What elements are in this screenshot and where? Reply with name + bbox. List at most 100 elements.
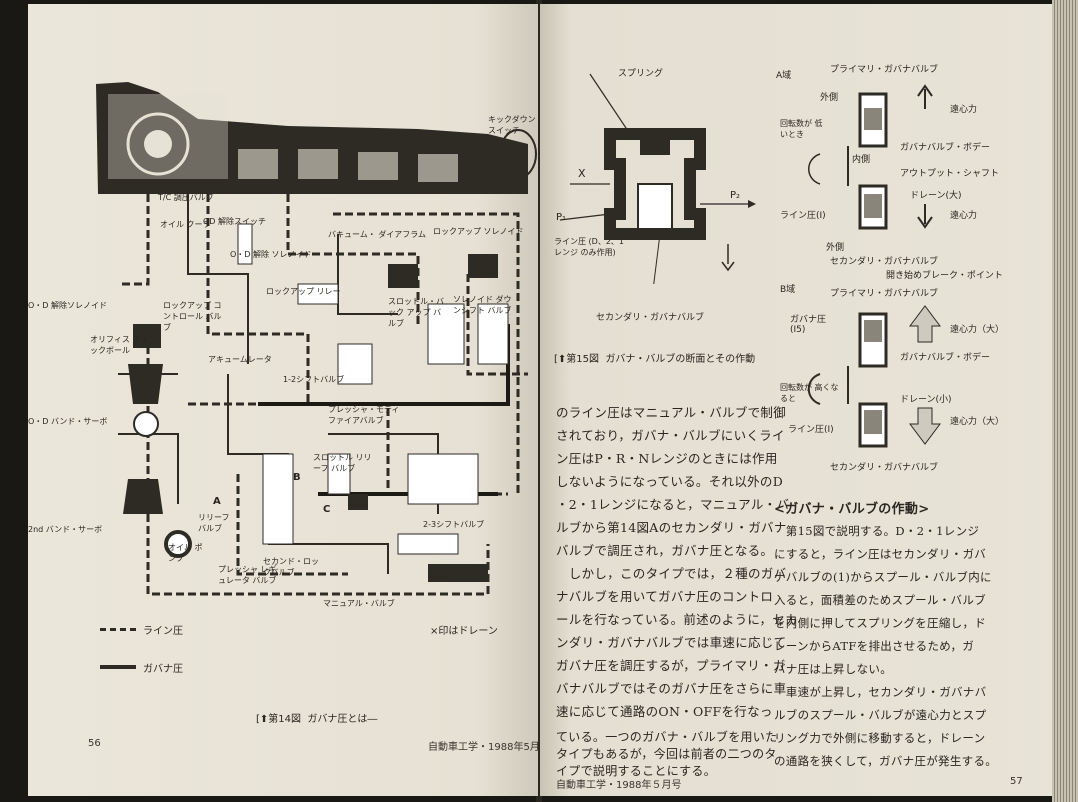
label-manual-valve: マニュアル・バルブ [323,599,395,608]
drain-note: ×印はドレーン [430,626,498,637]
body-left-line: ンダリ・ガバナバルブでは車速に応じて [556,635,787,650]
figa-line-pressure: ライン圧(I) [780,211,826,221]
governor-ab-diagram [807,84,941,448]
left-page: キックダウン スイッチ T/C 調圧バルブ オイル クーラ OD 解除スイッチ … [28,4,538,796]
body-right-line: バナ圧は上昇しない。 [774,662,892,676]
label-od-solenoid: O・D 解除ソレノイド [28,301,107,310]
body-right-line: 第15図で説明する。D・2・1レンジ [774,524,980,538]
body-left-line: バナバルブではそのガバナ圧をさらに車 [556,681,787,696]
right-page-magazine: 自動車工学・1988年５月号 [556,780,682,791]
label-oil-cooler: オイル クーラ [160,220,211,229]
figure15-caption-prefix: 第15図 [566,354,600,365]
figa-break-point: 開き始めブレーク・ポイント [886,271,1003,281]
fig15-spring: スプリング [618,69,664,79]
body-right-line: ルブのスプール・バルブが遠心力とスプ [774,708,987,722]
figa-centrifugal2: 遠心力 [950,211,978,221]
left-page-magazine: 自動車工学・1988年5月号 [428,742,538,753]
figb-centrifugal-large2: 遠心力（大） [950,417,1005,427]
figure14-caption-prefix: 第14図 [268,714,302,725]
figa-inner: 内側 [852,155,871,165]
body-left-line: イプで説明することにする。 [556,764,717,778]
body-right-line: 入ると，面積差のためスプール・バルブ [774,593,986,607]
body-left-line: のライン圧はマニュアル・バルブで制御 [556,405,787,420]
body-right-line: レーンからATFを排出させるため，ガ [774,639,975,653]
fig15-line-pressure: ライン圧 (D、2、1レンジ のみ作用) [554,237,625,257]
label-solenoid-downshift: ソレノイド ダウンシフト バルブ [453,295,512,315]
right-page-number: 57 [1010,776,1023,787]
figa-centrifugal: 遠心力 [950,105,978,115]
figa-primary: プライマリ・ガバナバルブ [830,65,939,75]
figb-secondary: セカンダリ・ガバナバルブ [830,463,939,473]
label-throttle-backup: スロットル・バック アップ バルブ [388,297,444,328]
figa-output-shaft: アウトプット・シャフト [900,169,1000,179]
label-relief-valve: リリーフ バルブ [198,513,230,533]
figure14-caption: [⬆第14図 ガバナ圧とは― [256,710,377,725]
figa-drain: ドレーン(大) [910,191,962,201]
label-second-lockup: セカンド・ロックバルブ [263,557,319,577]
figure14-caption-text: ガバナ圧とは― [307,714,378,725]
body-left-line: ている。一つのガバナ・バルブを用いた [556,730,778,744]
body-right-line: ナバルブの(1)からスプール・バルブ内に [774,570,992,584]
body-left-line: しかし，このタイプでは，２種のガバ [556,566,787,581]
label-od-switch: OD 解除スイッチ [203,217,266,226]
figb-title: B域 [780,285,796,295]
label-pressure-modifier: プレッシャ・モディ ファイアバルブ [328,405,400,425]
body-left-line: されており，ガバナ・バルブにいくライ [556,428,785,443]
legend-line-label: ライン圧 [143,626,183,637]
figa-body: ガバナバルブ・ボデー [900,143,991,153]
label-accumulator: アキュームレータ [208,355,272,364]
label-throttle-relief: スロットル リリーフ バルブ [313,453,372,473]
book-gutter [536,0,542,802]
fig15-x: X [578,167,586,180]
mark-c: C [323,504,331,515]
body-left-line: バルブで調圧され，ガバナ圧となる。 [556,543,774,558]
figb-fast: 回転数が 高くなると [780,383,839,403]
body-left-line: ルブから第14図Aのセカンダリ・ガバナ [556,520,787,535]
figb-primary: プライマリ・ガバナバルブ [830,289,939,299]
body-left-line: しないようになっている。それ以外のD [556,474,784,489]
figb-centrifugal-large: 遠心力（大） [950,325,1005,335]
section-heading: <ガバナ・バルブの作動> [774,502,930,517]
figure15-caption: [⬆第15図 ガバナ・バルブの断面とその作動 [554,350,755,365]
body-right-line: を内側に押してスプリングを圧縮し，ド [774,616,987,630]
label-second-servo: 2nd バンド・サーボ [28,525,103,534]
figb-drain-small: ドレーン(小) [900,395,952,405]
legend-governor-swatch [100,665,136,669]
label-orifice-check: オリフィス チェックボール [90,335,149,355]
body-left-line: ガバナ圧を調圧するが，プライマリ・ガ [556,658,786,673]
fig15-p1: P₁ [556,212,567,223]
up-arrow-icon: [⬆ [554,354,567,365]
body-right-line: にすると，ライン圧はセカンダリ・ガバ [774,547,987,561]
body-left-line: 速に応じて通路のON・OFFを行なっ [556,704,773,719]
figa-title: A域 [776,71,792,81]
label-shift-valve-2: 2-3シフトバルブ [423,520,485,529]
body-right-line: 車速が上昇し，セカンダリ・ガバナバ [774,685,987,699]
legend-line-swatch [100,628,136,631]
figa-slow: 回転数が 低いとき [780,119,823,139]
legend-governor-label: ガバナ圧 [143,664,183,675]
body-left-line: ン圧はP・R・Nレンジのときには作用 [556,451,778,466]
figa-outer2: 外側 [826,243,845,253]
page-edges [1052,0,1078,802]
label-vacuum-diaphragm: バキューム・ ダイアフラム [328,230,427,239]
figure15-caption-text: ガバナ・バルブの断面とその作動 [605,354,756,365]
figb-line-pressure: ライン圧(I) [788,425,834,435]
body-left-line: ナバルブを用いてガバナ圧のコントロ [556,589,774,604]
hydraulic-circuit-diagram [96,82,537,596]
label-pressure-regulator: プレッシャ レギュレータ バルブ [218,565,277,585]
body-right-line: の通路を狭くして，ガバナ圧が発生する。 [774,754,998,768]
body-left-line: ・2・1レンジになると，マニュアル・バ [556,497,790,512]
label-shift-valve-1: 1-2シフトバルブ [283,375,345,384]
figa-secondary: セカンダリ・ガバナバルブ [830,257,939,267]
right-page: スプリング X P₂ P₁ ライン圧 (D、2、1レンジ のみ作用) セカンダリ… [540,4,1052,796]
body-left-line: タイプもあるが，今回は前者の二つのタ [556,747,777,761]
mark-b: B [293,472,301,483]
label-lockup-control: ロックアップ コントロール バルブ [163,301,222,332]
label-kickdown: キックダウン スイッチ [488,115,536,135]
label-oil-pump: オイル ポンプ [168,543,203,563]
figb-governor-pressure: ガバナ圧 (I5) [790,315,827,335]
figb-body: ガバナバルブ・ボデー [900,353,991,363]
fig15-p2: P₂ [730,190,741,201]
label-lockup-solenoid: ロックアップ ソレノイド [433,227,524,236]
body-left-line: ールを行なっている。前述のように，セカ [556,612,798,627]
